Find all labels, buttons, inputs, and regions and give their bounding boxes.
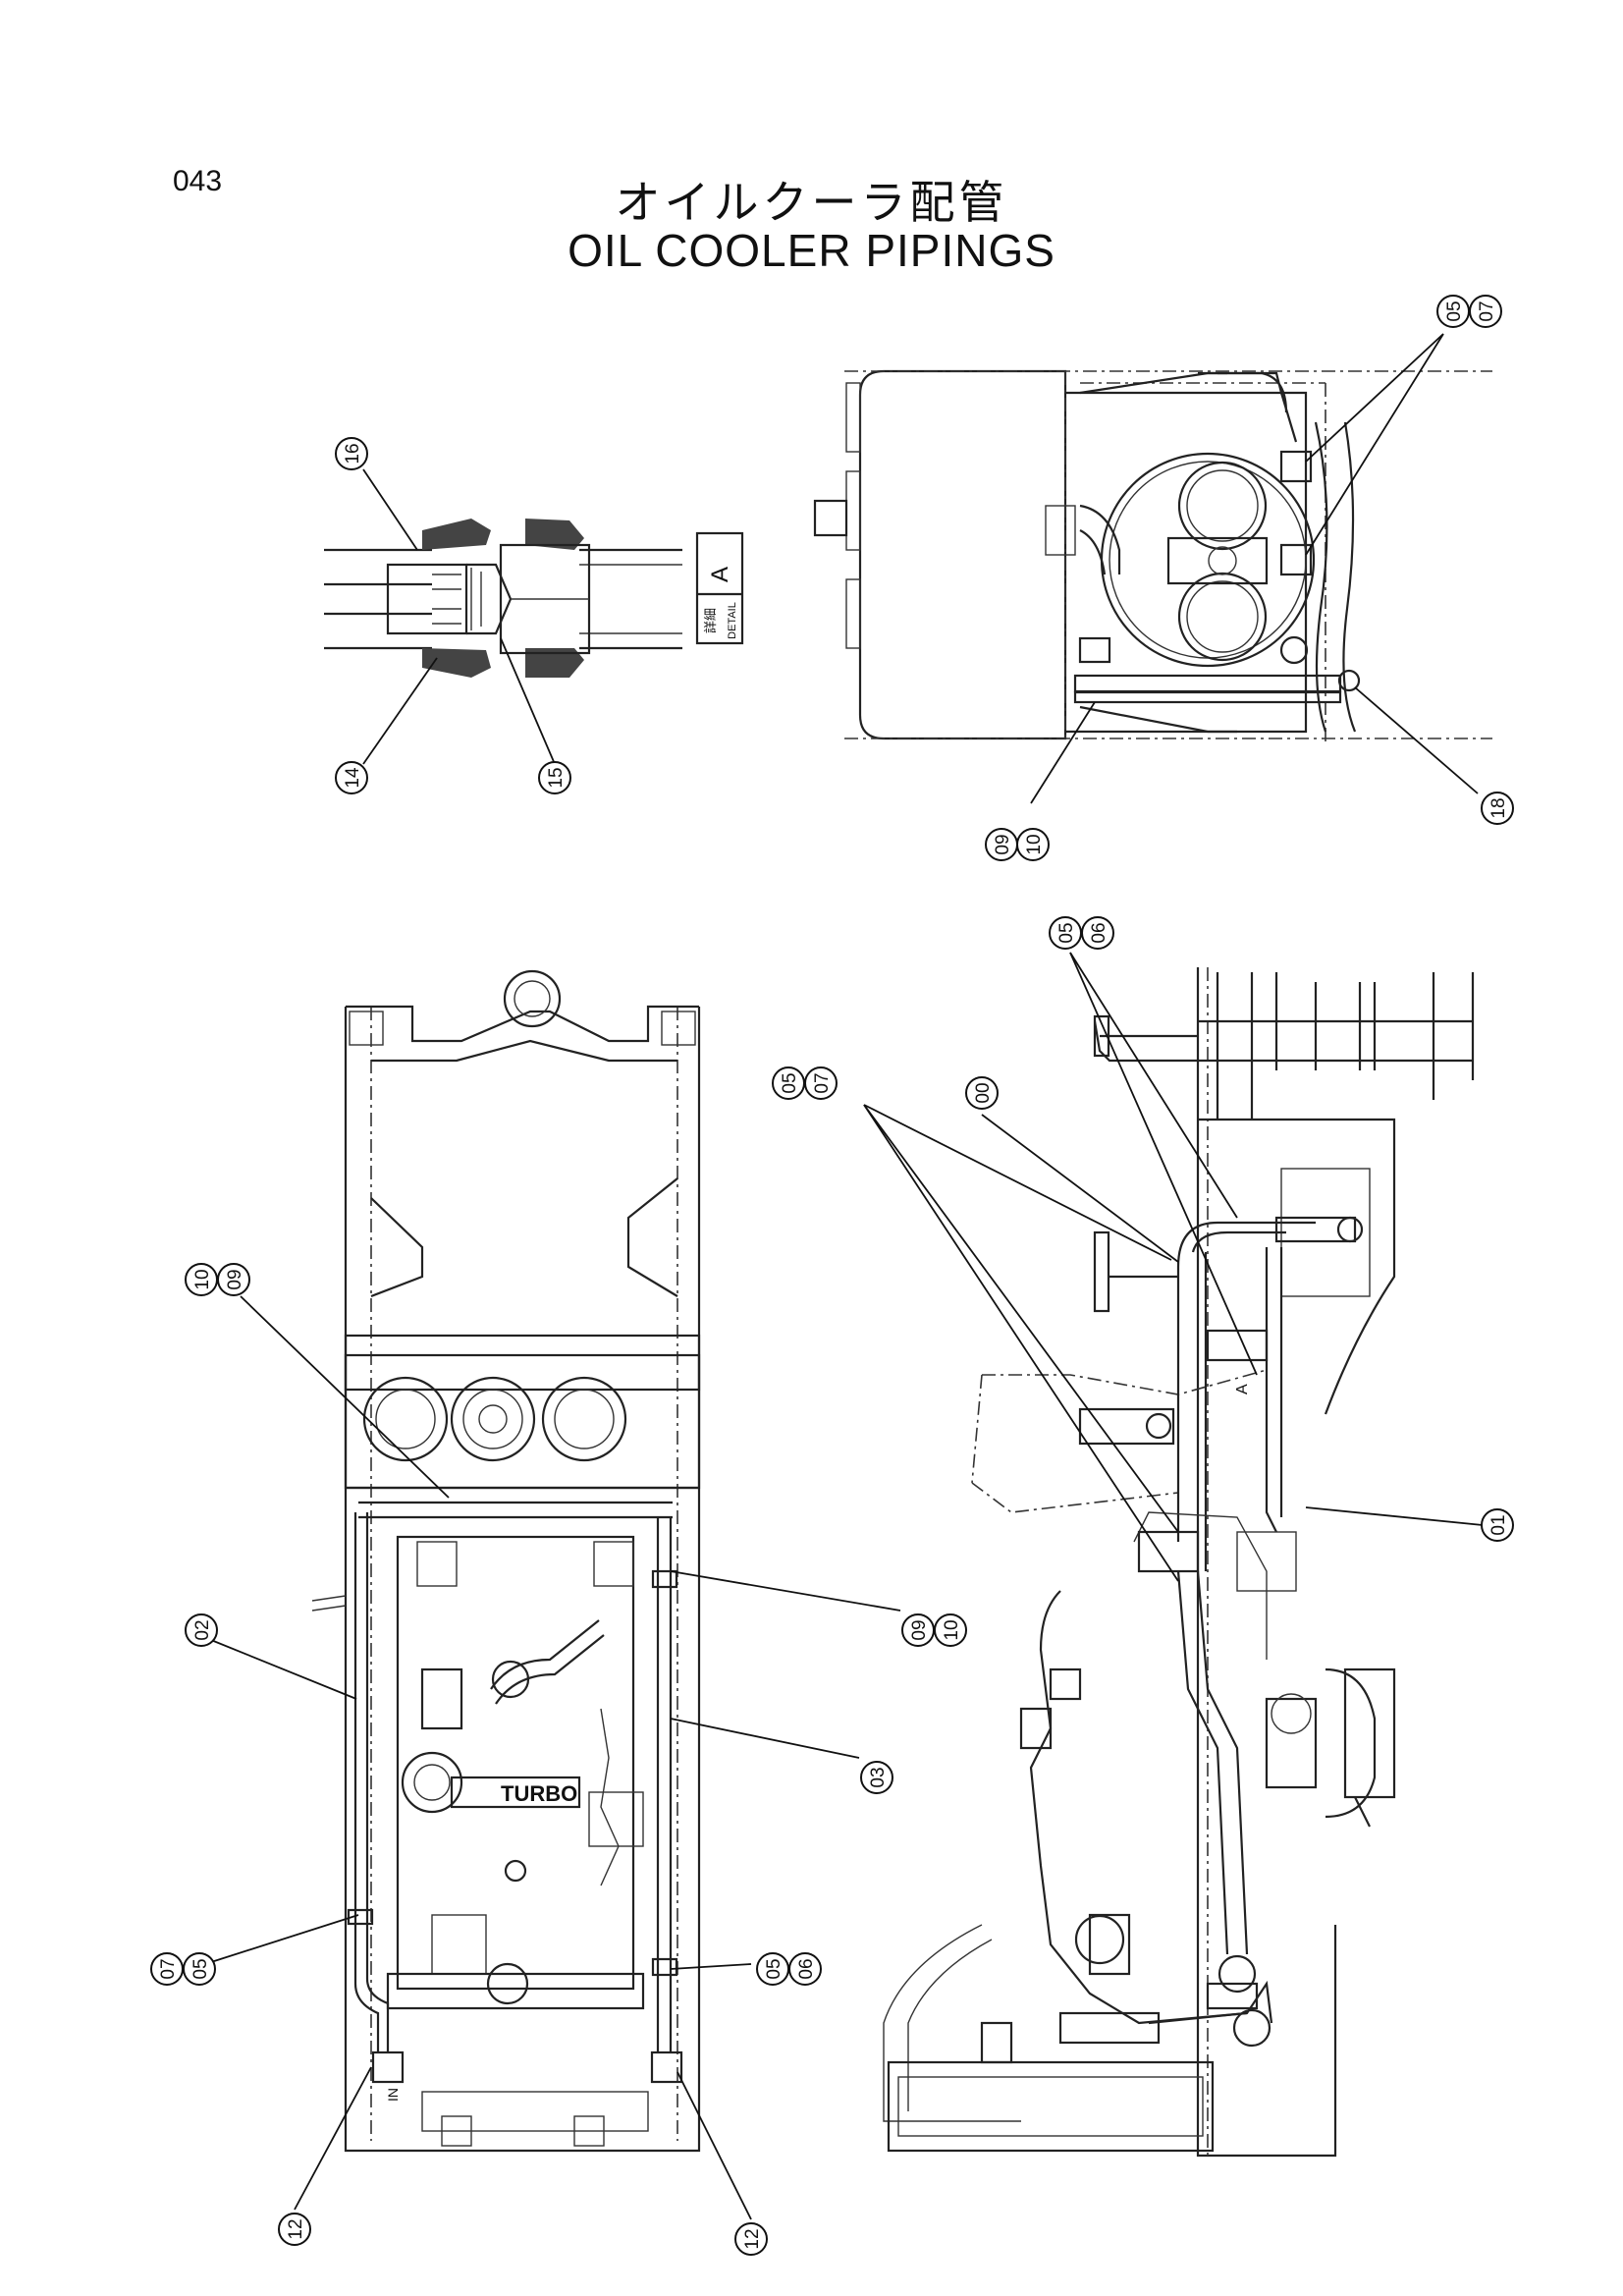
side-view: A (883, 967, 1475, 2158)
callout: 09 (993, 834, 1013, 854)
view-marker-a: A (1234, 1384, 1251, 1394)
inlet-marker: IN (385, 2088, 401, 2102)
callout: 14 (343, 767, 363, 789)
callout: 07 (812, 1072, 833, 1093)
callout: 00 (973, 1082, 994, 1103)
plan-view: TURBO IN (311, 969, 701, 2153)
callout: 05 (780, 1072, 800, 1093)
callout: 10 (192, 1269, 213, 1289)
callout: 05 (190, 1958, 211, 1979)
leader-lines (210, 333, 1484, 2220)
callouts: 16 14 15 05 07 18 09 10 10 09 02 09 10 0… (150, 295, 1514, 2256)
page-number: 043 (173, 165, 223, 197)
callout: 05 (1444, 301, 1465, 321)
callout: 10 (1024, 834, 1045, 854)
detail-tag-letter: A (707, 567, 733, 582)
callout: 01 (1488, 1514, 1509, 1535)
callout: 09 (909, 1619, 930, 1640)
callout: 06 (796, 1958, 817, 1979)
callout: 12 (742, 2228, 763, 2249)
callout: 05 (764, 1958, 784, 1979)
detail-tag-english: DETAIL (727, 602, 738, 639)
detail-a-section-view (324, 519, 682, 678)
title-japanese: オイルクーラ配管 (615, 176, 1008, 229)
callout: 07 (158, 1958, 179, 1979)
callout: 06 (1089, 922, 1109, 943)
top-view-detail (813, 369, 1492, 746)
callout: 05 (1056, 922, 1077, 943)
callout: 02 (192, 1619, 213, 1640)
turbo-label: TURBO (501, 1781, 577, 1806)
detail-tag-japanese: 詳細 (703, 608, 719, 633)
callout: 10 (942, 1619, 962, 1640)
title-english: OIL COOLER PIPINGS (568, 225, 1055, 276)
callout: 07 (1477, 301, 1497, 321)
callout: 16 (343, 443, 363, 464)
callout: 03 (868, 1767, 889, 1787)
detail-a-tag: A 詳細 DETAIL (695, 531, 744, 645)
callout: 15 (546, 767, 567, 788)
callout: 18 (1488, 797, 1509, 818)
callout: 09 (225, 1269, 245, 1289)
callout: 12 (286, 2218, 306, 2239)
